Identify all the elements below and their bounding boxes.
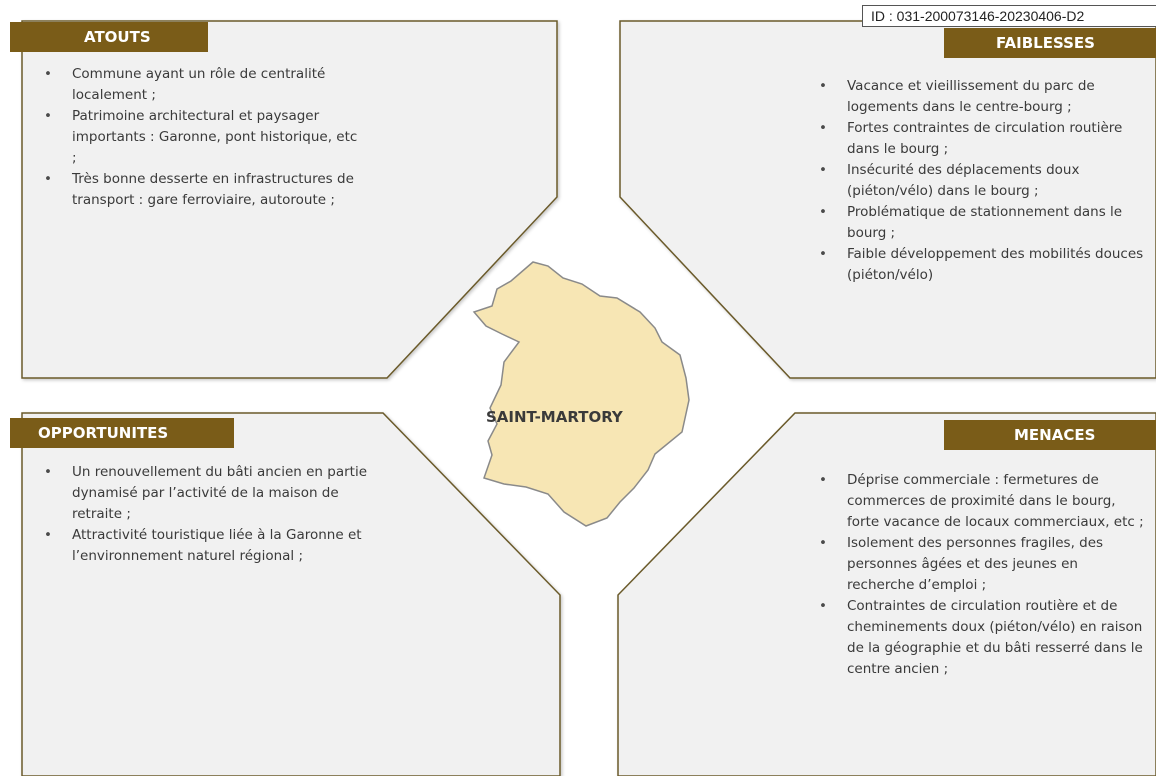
list-item: Déprise commerciale : fermetures de comm… bbox=[815, 470, 1149, 533]
commune-name: SAINT-MARTORY bbox=[486, 408, 623, 426]
list-item: Un renouvellement du bâti ancien en part… bbox=[40, 462, 370, 525]
menaces-title: MENACES bbox=[944, 420, 1156, 450]
menaces-title-text: MENACES bbox=[1014, 426, 1096, 444]
commune-map-shape bbox=[472, 261, 690, 527]
list-item: Problématique de stationnement dans le b… bbox=[815, 202, 1145, 244]
faiblesses-title-text: FAIBLESSES bbox=[996, 34, 1095, 52]
list-item: Patrimoine architectural et paysager imp… bbox=[40, 106, 360, 169]
list-item: Isolement des personnes fragiles, des pe… bbox=[815, 533, 1149, 596]
list-item: Fortes contraintes de circulation routiè… bbox=[815, 118, 1145, 160]
menaces-list: Déprise commerciale : fermetures de comm… bbox=[815, 470, 1149, 680]
document-id-text: ID : 031-200073146-20230406-D2 bbox=[871, 8, 1085, 24]
faiblesses-title: FAIBLESSES bbox=[944, 28, 1156, 58]
opportunites-title: OPPORTUNITES bbox=[10, 418, 234, 448]
atouts-list: Commune ayant un rôle de centralité loca… bbox=[40, 64, 360, 211]
opportunites-title-text: OPPORTUNITES bbox=[38, 424, 169, 442]
list-item: Contraintes de circulation routière et d… bbox=[815, 596, 1149, 680]
document-id-stamp: ID : 031-200073146-20230406-D2 bbox=[862, 5, 1156, 27]
atouts-title-text: ATOUTS bbox=[84, 28, 151, 46]
list-item: Vacance et vieillissement du parc de log… bbox=[815, 76, 1145, 118]
list-item: Attractivité touristique liée à la Garon… bbox=[40, 525, 370, 567]
list-item: Très bonne desserte en infrastructures d… bbox=[40, 169, 360, 211]
opportunites-list: Un renouvellement du bâti ancien en part… bbox=[40, 462, 370, 567]
list-item: Insécurité des déplacements doux (piéton… bbox=[815, 160, 1145, 202]
list-item: Faible développement des mobilités douce… bbox=[815, 244, 1145, 286]
list-item: Commune ayant un rôle de centralité loca… bbox=[40, 64, 360, 106]
faiblesses-list: Vacance et vieillissement du parc de log… bbox=[815, 76, 1145, 286]
atouts-title: ATOUTS bbox=[10, 22, 208, 52]
